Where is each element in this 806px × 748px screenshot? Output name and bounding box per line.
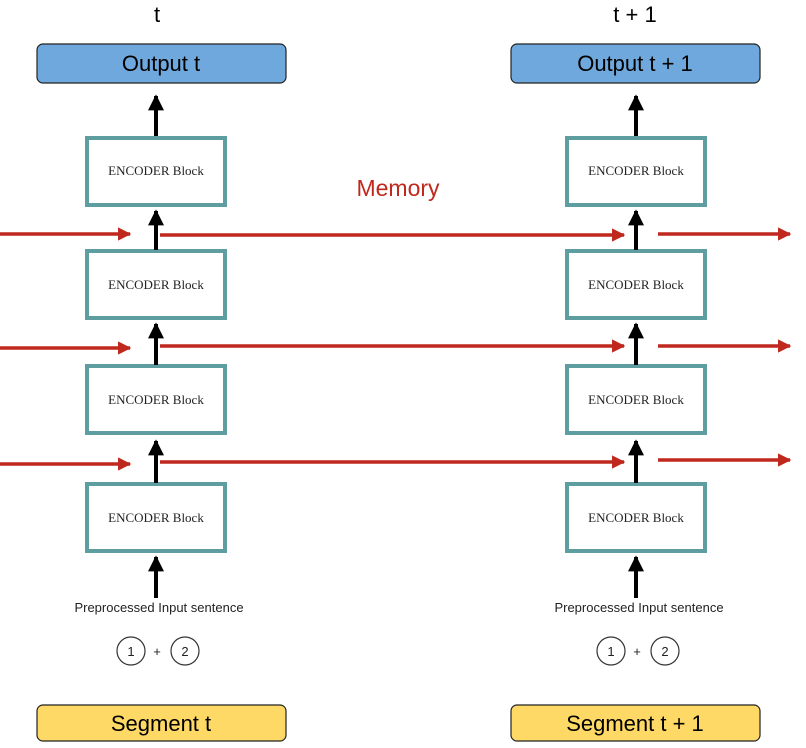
memory-label: Memory bbox=[356, 175, 440, 201]
encoder-label: ENCODER Block bbox=[588, 392, 684, 407]
encoder-label: ENCODER Block bbox=[108, 277, 204, 292]
token-circle bbox=[650, 636, 680, 666]
column-t-plus-1: t + 1 Output t + 1 ENCODER Block ENCODER… bbox=[510, 2, 761, 742]
plus-sign: + bbox=[633, 644, 641, 659]
encoder-block bbox=[85, 364, 227, 435]
segment-box bbox=[36, 704, 287, 742]
output-label: Output t + 1 bbox=[577, 51, 693, 76]
encoder-label: ENCODER Block bbox=[108, 392, 204, 407]
encoder-label: ENCODER Block bbox=[108, 163, 204, 178]
token-circle bbox=[170, 636, 200, 666]
segment-box bbox=[510, 704, 761, 742]
token-label: 1 bbox=[127, 644, 134, 659]
memory-arrows bbox=[0, 227, 792, 471]
encoder-block bbox=[85, 482, 227, 553]
segment-label: Segment t bbox=[111, 711, 211, 736]
encoder-label: ENCODER Block bbox=[588, 510, 684, 525]
segment-label: Segment t + 1 bbox=[566, 711, 704, 736]
column-t: t Output t ENCODER Block ENCODER Block E… bbox=[36, 2, 287, 742]
token-label: 1 bbox=[607, 644, 614, 659]
output-box bbox=[36, 43, 287, 84]
time-label: t bbox=[154, 2, 160, 27]
encoder-block bbox=[85, 249, 227, 320]
encoder-label: ENCODER Block bbox=[108, 510, 204, 525]
token-label: 2 bbox=[181, 644, 188, 659]
encoder-block bbox=[565, 364, 707, 435]
plus-sign: + bbox=[153, 644, 161, 659]
output-label: Output t bbox=[122, 51, 200, 76]
output-box bbox=[510, 43, 761, 84]
encoder-label: ENCODER Block bbox=[588, 163, 684, 178]
time-label: t + 1 bbox=[613, 2, 656, 27]
input-sentence-label: Preprocessed Input sentence bbox=[74, 600, 243, 615]
encoder-block bbox=[565, 136, 707, 207]
encoder-label: ENCODER Block bbox=[588, 277, 684, 292]
token-circle bbox=[116, 636, 146, 666]
token-circle bbox=[596, 636, 626, 666]
token-label: 2 bbox=[661, 644, 668, 659]
encoder-block bbox=[565, 249, 707, 320]
encoder-block bbox=[565, 482, 707, 553]
input-sentence-label: Preprocessed Input sentence bbox=[554, 600, 723, 615]
encoder-block bbox=[85, 136, 227, 207]
